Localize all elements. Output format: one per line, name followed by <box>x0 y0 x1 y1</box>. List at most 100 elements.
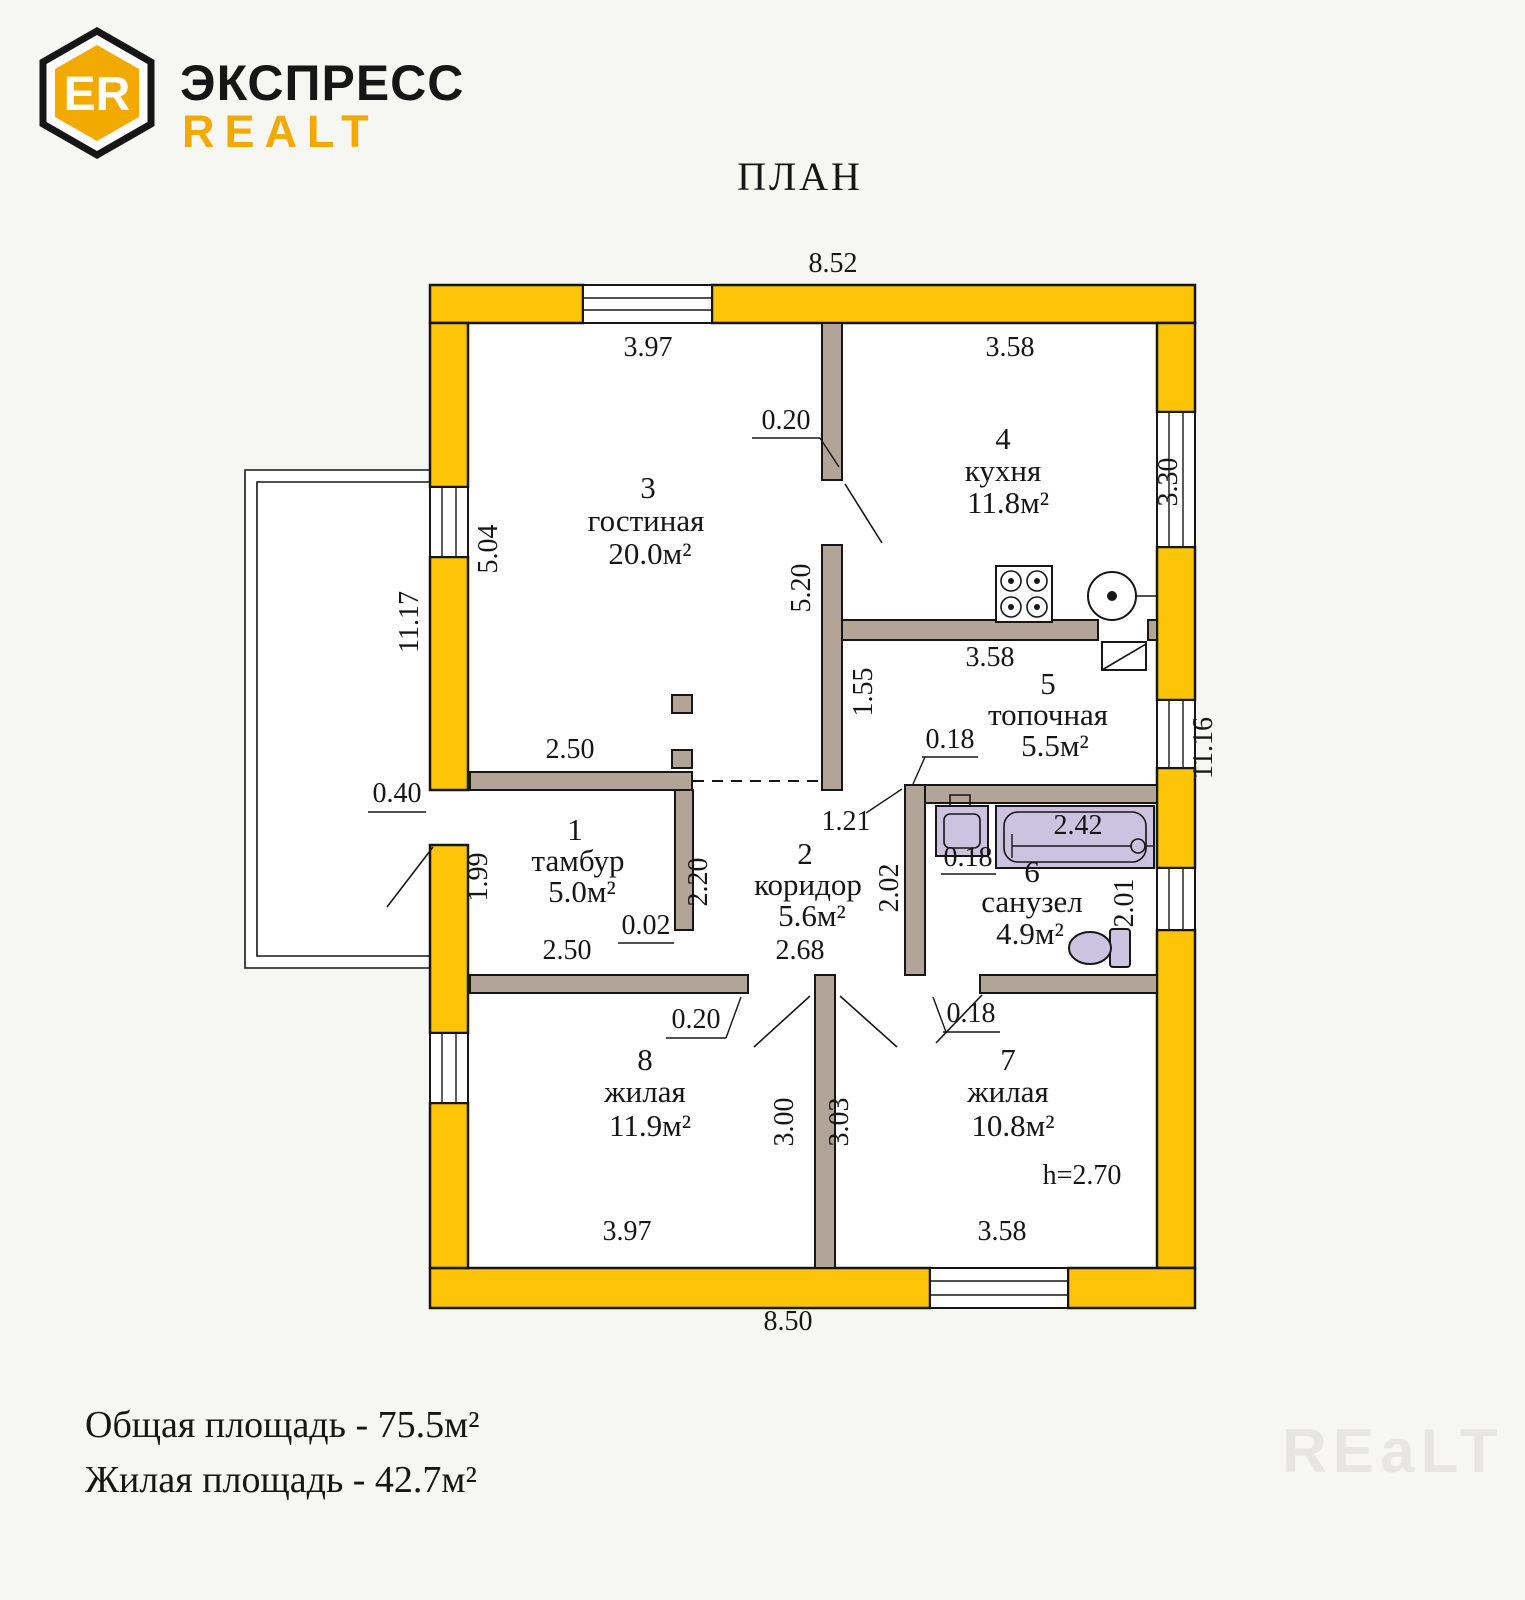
dim-boiler-width: 3.58 <box>966 642 1015 673</box>
dim-vestibule-left: 1.99 <box>463 853 494 902</box>
dim-left-total: 11.17 <box>394 591 425 653</box>
bedroom8-door-swing <box>753 995 811 1048</box>
dim-wall-018-boiler: 0.18 <box>926 724 975 755</box>
dim-ceiling-height: h=2.70 <box>1043 1160 1122 1191</box>
leader-020-bottom-tail <box>725 996 742 1039</box>
dim-bottom-total: 8.50 <box>764 1306 813 1337</box>
wall-right-1 <box>1155 321 1197 414</box>
fixtures <box>935 565 1157 968</box>
windows <box>429 284 1196 1309</box>
wall-boiler-bathroom <box>921 784 1158 804</box>
dim-bath-window: 2.01 <box>1109 879 1140 928</box>
room-bathroom: 6 санузел 4.9м² <box>981 854 1082 951</box>
logo-name-top: ЭКСПРЕСС <box>180 55 464 111</box>
stove-body <box>995 565 1053 623</box>
room-area: 4.9м² <box>996 916 1064 951</box>
bathroom-door-swing <box>935 994 983 1044</box>
leader-018-boiler-tail <box>912 756 926 785</box>
window-right-kitchen <box>1156 411 1196 548</box>
room-bedroom7: 7 жилая 10.8м² <box>966 1042 1054 1143</box>
dim-wall-155: 1.55 <box>848 668 879 717</box>
washbasin-faucet <box>949 794 971 806</box>
room-area: 5.5м² <box>1021 728 1089 763</box>
wall-bottom-left <box>428 1266 932 1310</box>
room-number: 4 <box>995 421 1011 456</box>
room-kitchen: 4 кухня 11.8м² <box>965 421 1049 520</box>
stove-burner <box>1026 596 1048 618</box>
toilet-tank <box>1109 928 1131 968</box>
wall-corridor-bathroom <box>904 784 926 976</box>
dim-top-total: 8.52 <box>809 248 858 279</box>
toilet <box>1068 928 1131 968</box>
wall-stub-upper <box>671 694 693 714</box>
room-name: кухня <box>965 453 1041 488</box>
window-frame <box>1156 699 1196 769</box>
dim-vestibule-right: 2.20 <box>683 858 714 907</box>
wall-vestibule-bottom <box>469 974 749 994</box>
room-area: 20.0м² <box>608 536 691 571</box>
wall-top-right <box>710 283 1197 325</box>
kitchen-door-swing <box>844 483 883 544</box>
watermark: REaLT <box>1282 1417 1504 1486</box>
stove-burner-dot <box>1008 604 1014 610</box>
dim-porch-wall: 0.40 <box>373 778 422 809</box>
bathroom-sink <box>935 794 989 857</box>
room-number: 1 <box>567 812 583 847</box>
dim-top-left: 3.97 <box>624 332 673 363</box>
dim-vestibule-bottom: 2.50 <box>543 935 592 966</box>
bathtub-body <box>995 805 1155 869</box>
dim-bath-width: 2.42 <box>1054 810 1103 841</box>
room-number: 8 <box>637 1042 653 1077</box>
window-frame <box>929 1267 1069 1309</box>
logo-hexagon <box>55 45 139 141</box>
wall-bottom-right <box>1066 1266 1197 1310</box>
wall-left-1 <box>428 321 470 489</box>
window-right-boiler <box>1156 699 1196 769</box>
wall-bedrooms-divider <box>814 974 836 1269</box>
stove-burner-dot <box>1034 578 1040 584</box>
wall-vestibule-top <box>469 771 693 791</box>
interior-walls <box>469 322 1158 1269</box>
dim-corridor-width: 2.68 <box>776 935 825 966</box>
porch-outline <box>244 469 430 969</box>
living-area-text: Жилая площадь - 42.7м² <box>85 1459 477 1501</box>
window-frame <box>1156 411 1196 548</box>
room-area: 5.6м² <box>778 898 846 933</box>
wall-left-3 <box>428 843 470 1035</box>
window-frame <box>429 486 469 558</box>
wall-left-4 <box>428 1101 470 1270</box>
window-right-bathroom <box>1156 867 1196 931</box>
wall-right-2 <box>1155 545 1197 702</box>
stove <box>995 565 1053 623</box>
dim-bedroom7-wall: 3.03 <box>824 1098 855 1147</box>
total-area-text: Общая площадь - 75.5м² <box>85 1404 480 1446</box>
logo: ER ЭКСПРЕСС REALT <box>39 26 464 160</box>
bathtub-inner <box>1003 811 1147 863</box>
room-name: коридор <box>754 867 862 902</box>
dim-bath-door: 0.18 <box>947 998 996 1029</box>
window-left-lower <box>429 1032 469 1104</box>
room-area: 10.8м² <box>971 1108 1054 1143</box>
stove-burner-dot <box>1008 578 1014 584</box>
doors-and-leaders <box>368 437 1147 1048</box>
dim-bedroom8-wall: 3.00 <box>769 1098 800 1147</box>
toilet-bowl <box>1068 931 1112 965</box>
bathtub <box>995 805 1155 869</box>
bedroom7-door-swing <box>839 995 898 1048</box>
wall-right-3 <box>1155 766 1197 870</box>
room-name: топочная <box>988 697 1108 732</box>
dim-corridor-right: 2.02 <box>874 864 905 913</box>
boiler-door-diagonal <box>1101 643 1147 671</box>
room-bedroom8: 8 жилая 11.9м² <box>603 1042 691 1143</box>
room-area: 5.0м² <box>548 874 616 909</box>
window-left-upper <box>429 486 469 558</box>
dim-wall-020-bottom: 0.20 <box>672 1004 721 1035</box>
stove-burner <box>1000 570 1022 592</box>
dim-corridor-offset: 1.21 <box>822 806 871 837</box>
logo-name-bottom: REALT <box>182 106 379 157</box>
window-top <box>582 284 713 324</box>
leader-020-top-tail <box>819 437 840 468</box>
washbasin-bowl <box>943 813 981 849</box>
window-bottom <box>929 1267 1069 1309</box>
